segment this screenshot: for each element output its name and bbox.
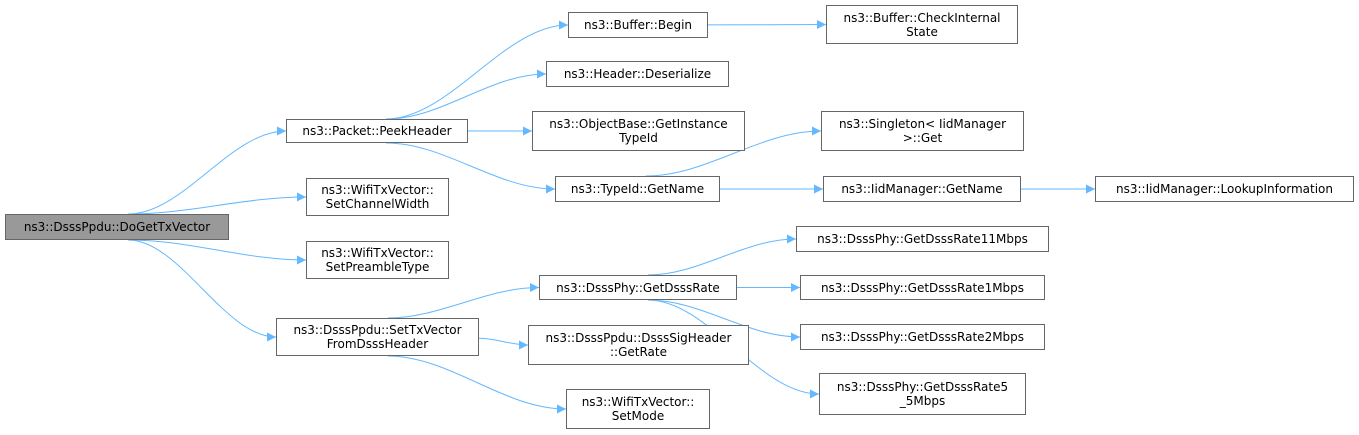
node-dssspdu-dogettxvector[interactable]: ns3::DsssPpdu::DoGetTxVector [5,214,229,240]
node-buffer-checkinternalstate[interactable]: ns3::Buffer::CheckInternal State [826,5,1018,44]
node-label-line2: SetChannelWidth [325,197,430,211]
node-iidmanager-getname[interactable]: ns3::IidManager::GetName [823,176,1021,202]
edge-set_tx_vector_from_dsss_header-to-wifitxvector_set_mode [387,355,567,414]
edge-root-to-set_preamble_type [128,239,307,265]
node-label: ns3::DsssPhy::GetDsssRate [556,280,720,295]
node-label: ns3::Header::Deserialize [563,67,712,81]
node-label-line1: ns3::ObjectBase::GetInstance [549,117,728,131]
node-label: ns3::Buffer::Begin [583,18,693,32]
edge-dsssphy_get_dsss_rate-to-get_dsss_rate_2mbps [647,299,801,342]
node-label: ns3::TypeId::GetName [570,182,705,196]
node-label-line1: ns3::Singleton< IidManager [838,117,1007,131]
node-label-line1: ns3::DsssPhy::GetDsssRate5 [836,380,1009,394]
edge-dsssphy_get_dsss_rate-to-get_dsss_rate_11mbps [647,234,797,276]
edge-root-to-peek_header [128,126,287,215]
node-dsssphy-getdsssrate[interactable]: ns3::DsssPhy::GetDsssRate [539,275,737,300]
edge-peek_header-to-buffer_begin [386,20,569,120]
node-label-line2: ::GetRate [610,345,667,359]
node-label-line1: ns3::DsssPpdu::DsssSigHeader [545,331,732,345]
node-iidmanager-lookupinformation[interactable]: ns3::IidManager::LookupInformation [1095,176,1354,202]
node-label: ns3::DsssPhy::GetDsssRate11Mbps [817,232,1028,246]
edge-set_tx_vector_from_dsss_header-to-dsssphy_get_dsss_rate [387,283,540,319]
node-dssspdu-settxvectorfromdsssheader[interactable]: ns3::DsssPpdu::SetTxVector FromDsssHeade… [276,318,479,356]
node-label: ns3::DsssPhy::GetDsssRate1Mbps [820,280,1025,295]
node-label-line1: ns3::WifiTxVector:: [581,395,695,409]
edge-peek_header-to-header_deserialize [386,69,547,120]
node-label-line2: TypeId [619,131,658,145]
node-singleton-iidmanager-get[interactable]: ns3::Singleton< IidManager >::Get [821,111,1024,151]
node-wifitxvector-setchannelwidth[interactable]: ns3::WifiTxVector:: SetChannelWidth [306,178,449,216]
edge-set_tx_vector_from_dsss_header-to-dssssigheader_get_rate [478,337,529,350]
edge-root-to-set_channel_width [128,192,307,215]
node-wifitxvector-setmode[interactable]: ns3::WifiTxVector:: SetMode [566,389,710,429]
node-label-line2: SetMode [611,409,665,423]
node-label: ns3::IidManager::GetName [841,182,1003,196]
node-label-line1: ns3::WifiTxVector:: [321,246,434,260]
node-objectbase-getinstancetypeid[interactable]: ns3::ObjectBase::GetInstance TypeId [532,111,745,151]
node-dsssphy-getdsssrate5-5mbps[interactable]: ns3::DsssPhy::GetDsssRate5 _5Mbps [819,373,1026,415]
node-label-line2: >::Get [902,131,943,145]
node-label: ns3::Packet::PeekHeader [302,124,452,138]
node-dssspdu-dssssigheader-getrate[interactable]: ns3::DsssPpdu::DsssSigHeader ::GetRate [528,325,749,365]
node-label-line1: ns3::WifiTxVector:: [321,183,434,197]
node-label: ns3::IidManager::LookupInformation [1116,182,1333,196]
node-dsssphy-getdsssrate1mbps[interactable]: ns3::DsssPhy::GetDsssRate1Mbps [800,275,1045,300]
node-label-line2: SetPreambleType [325,260,430,274]
node-label: ns3::DsssPpdu::DoGetTxVector [23,220,211,234]
node-buffer-begin[interactable]: ns3::Buffer::Begin [568,12,708,38]
edge-root-to-set_tx_vector_from_dsss_header [128,239,277,342]
node-label-line2: _5Mbps [899,394,946,408]
edge-peek_header-to-typeid_get_name [386,142,556,194]
node-packet-peekheader[interactable]: ns3::Packet::PeekHeader [286,119,468,143]
node-label-line2: State [906,24,938,39]
node-label-line1: ns3::Buffer::CheckInternal [843,10,1001,25]
edge-typeid_get_name-to-singleton_iidmanager_get [645,126,822,177]
node-dsssphy-getdsssrate2mbps[interactable]: ns3::DsssPhy::GetDsssRate2Mbps [800,324,1045,350]
node-label: ns3::DsssPhy::GetDsssRate2Mbps [820,330,1025,344]
node-label-line2: FromDsssHeader [326,337,429,351]
node-label-line1: ns3::DsssPpdu::SetTxVector [293,323,462,337]
node-typeid-getname[interactable]: ns3::TypeId::GetName [555,176,720,202]
node-dsssphy-getdsssrate11mbps[interactable]: ns3::DsssPhy::GetDsssRate11Mbps [796,226,1049,252]
node-wifitxvector-setpreambletype[interactable]: ns3::WifiTxVector:: SetPreambleType [306,241,449,279]
node-header-deserialize[interactable]: ns3::Header::Deserialize [546,61,729,87]
